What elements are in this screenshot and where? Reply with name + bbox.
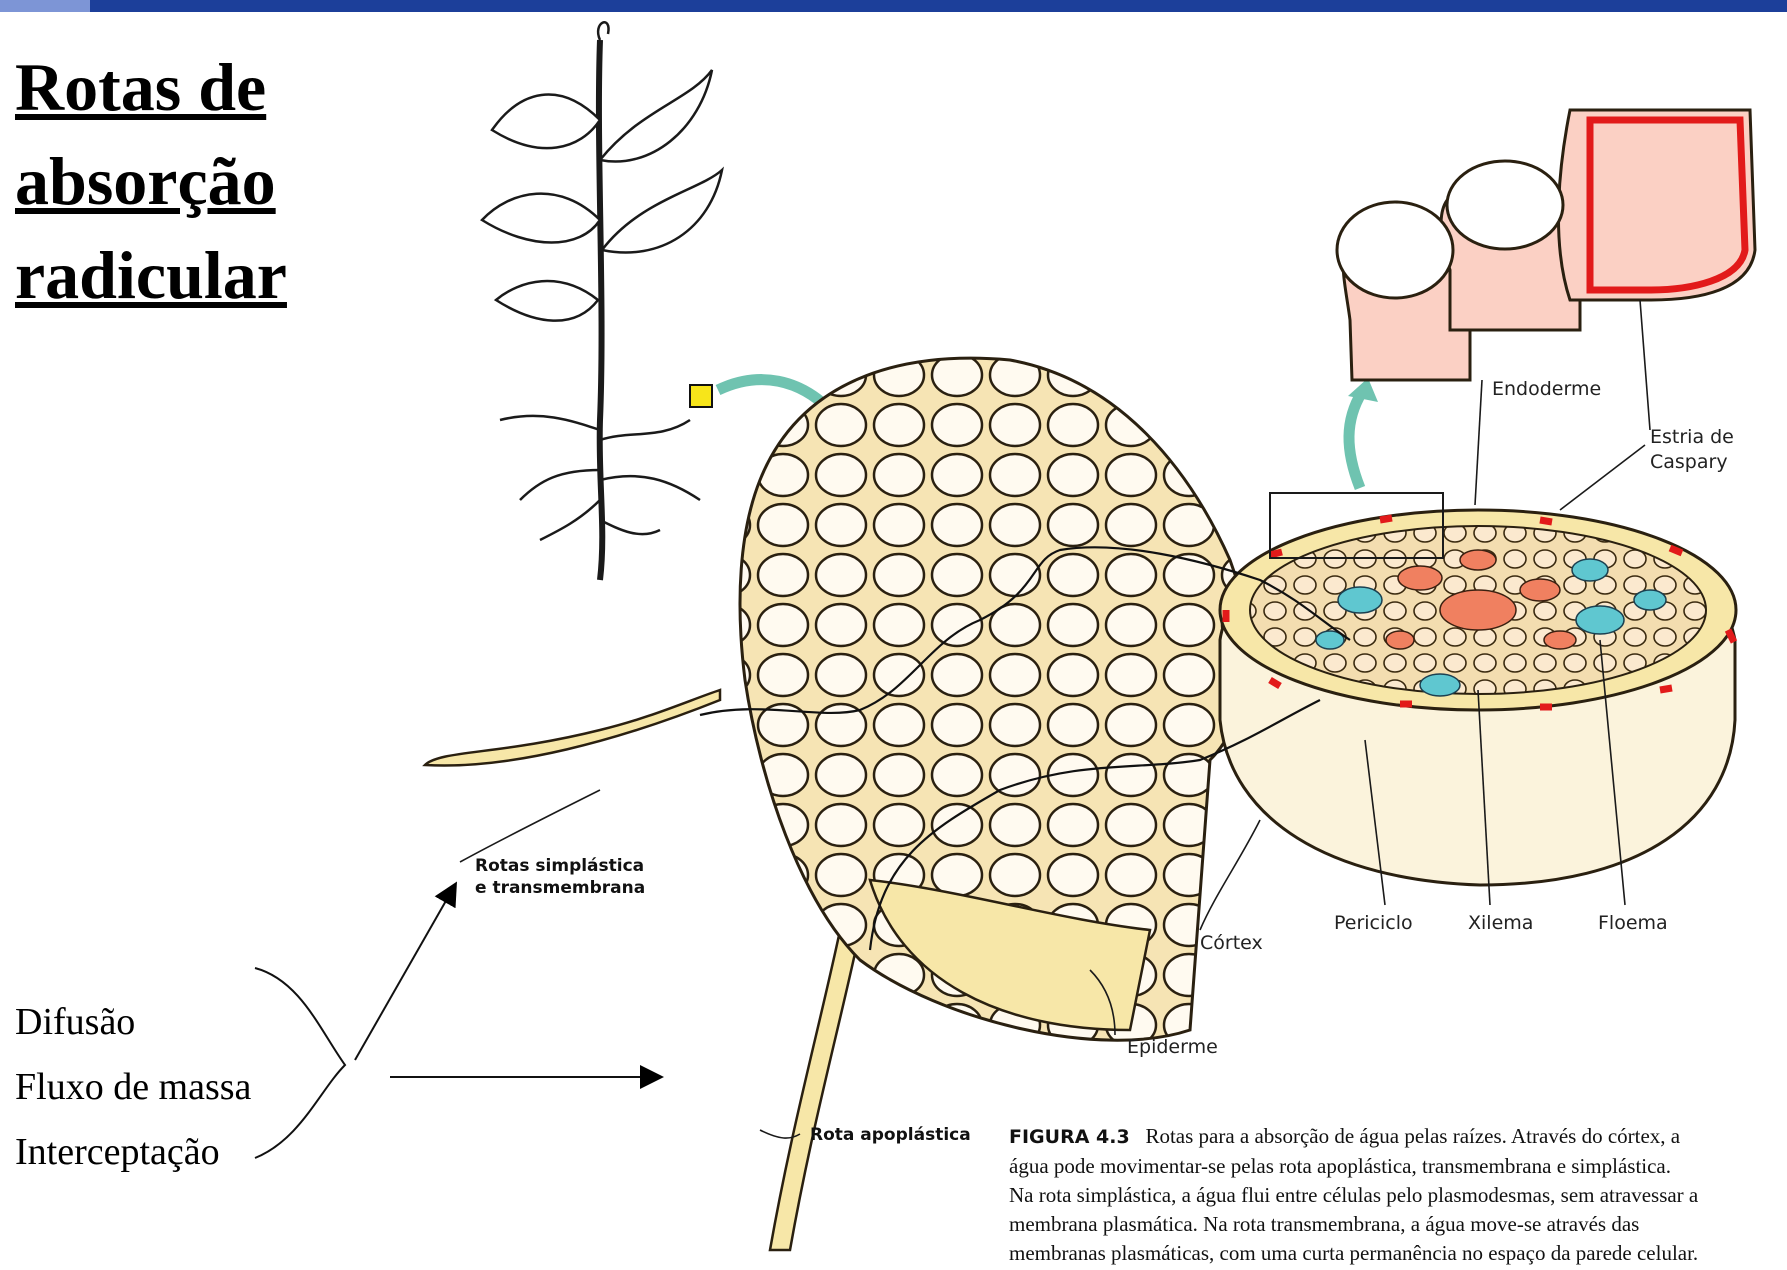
plant-illustration <box>482 22 722 580</box>
root-hair <box>425 690 720 766</box>
label-cortex: Córtex <box>1200 932 1263 954</box>
zoom-arrow-icon <box>1349 392 1362 488</box>
caption-line: FIGURA 4.3 Rotas para a absorção de água… <box>1009 1122 1779 1152</box>
label-estria-line: Estria de <box>1650 425 1734 450</box>
label-estria-line: Caspary <box>1650 450 1734 475</box>
label-rotas-simplastica: Rotas simplástica e transmembrana <box>475 855 645 899</box>
label-endoderme: Endoderme <box>1492 378 1601 400</box>
endodermis-zoom <box>1337 110 1755 380</box>
caption-figure-id: FIGURA 4.3 <box>1009 1126 1130 1148</box>
caption-line: membrana plasmática. Na rota transmembra… <box>1009 1210 1779 1239</box>
root-stele <box>1220 493 1736 885</box>
label-rota-apoplastica: Rota apoplástica <box>810 1124 971 1146</box>
caption-line: água pode movimentar-se pelas rota apopl… <box>1009 1152 1779 1181</box>
caption-line: membranas plasmáticas, com uma curta per… <box>1009 1239 1779 1268</box>
root-cortex <box>740 358 1247 1040</box>
label-rotas-line: e transmembrana <box>475 877 645 899</box>
label-rotas-line: Rotas simplástica <box>475 855 645 877</box>
caption-line: Na rota simplástica, a água flui entre c… <box>1009 1181 1779 1210</box>
label-xilema: Xilema <box>1468 912 1533 934</box>
figure-caption: FIGURA 4.3 Rotas para a absorção de água… <box>1009 1122 1779 1268</box>
label-floema: Floema <box>1598 912 1668 934</box>
caption-text: Rotas para a absorção de água pelas raíz… <box>1145 1124 1680 1148</box>
label-epiderme: Epiderme <box>1127 1036 1218 1058</box>
label-estria-caspary: Estria de Caspary <box>1650 425 1734 475</box>
arrow-to-symplastic-icon <box>355 885 455 1060</box>
label-periciclo: Periciclo <box>1334 912 1413 934</box>
mechanism-bracket <box>255 968 345 1158</box>
